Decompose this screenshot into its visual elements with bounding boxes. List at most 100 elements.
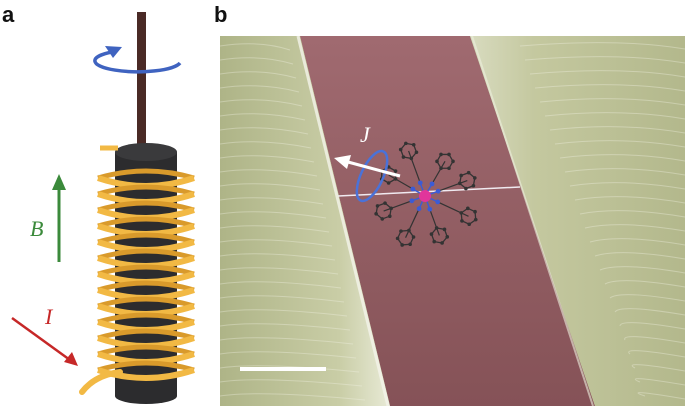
field-label: B — [30, 216, 43, 241]
nitrogen-atom — [409, 198, 415, 204]
scale-bar — [240, 367, 326, 371]
nitrogen-atom — [410, 186, 416, 192]
coil-turn-back — [97, 232, 195, 245]
carbon-atom — [409, 156, 414, 161]
carbon-atom — [411, 235, 416, 239]
carbon-atom — [374, 211, 378, 216]
texture-streak — [220, 379, 363, 387]
bond — [388, 174, 414, 190]
bond — [431, 161, 446, 185]
texture-streak — [539, 98, 685, 106]
bond — [408, 150, 421, 184]
carbon-atom — [386, 181, 391, 185]
nitrogen-atom — [416, 206, 422, 212]
bond — [437, 201, 469, 217]
carbon-atom — [459, 173, 463, 178]
texture-streak — [574, 196, 685, 204]
texture-streak — [220, 127, 309, 135]
texture-streak — [220, 239, 333, 247]
coil-turn-back — [97, 280, 195, 293]
rotating-rod — [137, 12, 146, 157]
coil-turn-back — [97, 216, 195, 229]
carbon-atom — [464, 186, 468, 191]
bond — [405, 208, 420, 238]
carbon-atom — [473, 217, 478, 222]
texture-streak — [220, 183, 321, 191]
carbon-atom — [404, 141, 408, 146]
texture-streak — [569, 182, 685, 190]
carbon-atom — [447, 152, 451, 157]
texture-streak — [529, 70, 685, 78]
coil-turn-back — [97, 312, 195, 325]
coil-turn-back — [97, 168, 195, 181]
texture-streak — [220, 323, 351, 331]
texture-streak — [614, 308, 685, 316]
carbon-atom — [460, 219, 464, 223]
metal-center — [419, 190, 431, 202]
texture-streak — [519, 42, 685, 50]
texture-streak — [220, 155, 315, 163]
coil-turn-back — [97, 360, 195, 373]
magnet-core — [115, 143, 177, 404]
texture-streak — [220, 169, 318, 177]
texture-streak — [564, 168, 685, 176]
channel-floor — [300, 36, 595, 406]
texture-streak — [220, 365, 360, 373]
texture-streak — [220, 351, 357, 359]
carbon-atom — [457, 181, 462, 186]
nitrogen-atom — [435, 188, 441, 194]
texture-streak — [619, 322, 685, 330]
carbon-atom — [380, 217, 385, 221]
carbon-atom — [435, 159, 439, 164]
right-wall — [470, 36, 685, 406]
field-arrow-icon — [52, 174, 66, 262]
carbon-atom — [473, 176, 477, 180]
rotation-arrow-icon — [93, 46, 182, 74]
carbon-atom — [389, 206, 393, 211]
texture-streak — [589, 238, 685, 246]
carbon-atom — [429, 232, 434, 236]
left-wall — [220, 36, 390, 406]
texture-streak — [220, 113, 306, 121]
carbon-atom — [383, 201, 387, 205]
carbon-atom — [473, 209, 477, 214]
carbon-atom — [445, 235, 450, 239]
carbon-atom — [467, 222, 471, 227]
current-label: I — [44, 304, 54, 329]
texture-streak — [220, 141, 312, 149]
texture-streak — [544, 112, 685, 120]
texture-streak — [220, 393, 366, 401]
carbon-atom — [447, 166, 451, 171]
carbon-atom — [398, 147, 403, 152]
carbon-atom — [401, 155, 406, 159]
texture-streak — [534, 84, 685, 92]
texture-streak — [631, 364, 685, 372]
carbon-atom — [408, 242, 412, 247]
texture-streak — [637, 392, 685, 400]
texture-streak — [220, 309, 348, 317]
carbon-atom — [466, 206, 470, 211]
nitrogen-atom — [417, 180, 423, 186]
texture-streak — [220, 281, 342, 289]
nitrogen-atom — [427, 206, 433, 212]
carbon-atom — [451, 159, 455, 164]
carbon-atom — [434, 226, 439, 230]
carbon-atom — [395, 236, 400, 241]
carbon-atom — [393, 177, 398, 181]
texture-streak — [634, 378, 685, 386]
sem-micrograph: J — [220, 36, 685, 406]
coil-turn-back — [97, 344, 195, 357]
coil-lead — [79, 369, 123, 395]
bond — [429, 208, 440, 236]
coil-turn-back — [97, 264, 195, 277]
texture-streak — [549, 126, 685, 134]
nanowire — [337, 186, 521, 197]
texture-streak — [220, 71, 297, 79]
carbon-atom — [440, 241, 444, 245]
texture-streak — [594, 252, 685, 260]
bond — [437, 180, 468, 192]
texture-streak — [584, 224, 685, 232]
carbon-atom — [432, 239, 437, 244]
texture-streak — [220, 337, 354, 345]
carbon-atom — [393, 169, 398, 173]
